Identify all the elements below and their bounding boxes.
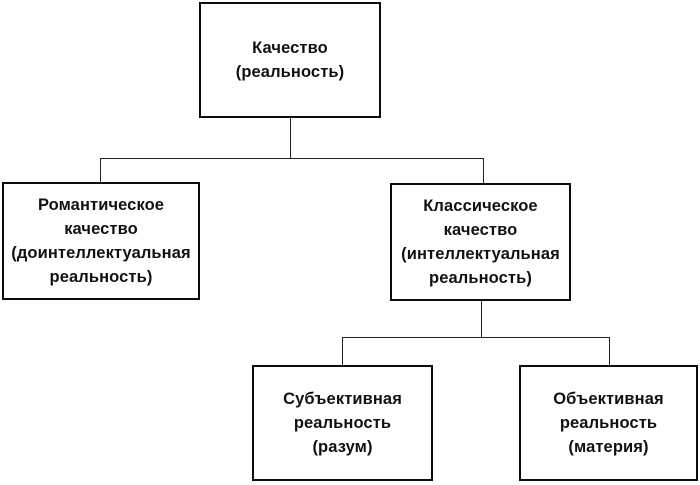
connector-to-classic [483,158,484,183]
connector-level1-horizontal [100,158,484,159]
connector-to-objective [609,337,610,365]
connector-to-subjective [342,337,343,365]
connector-classic-down [481,301,482,337]
node-subjective-reality: Субъективная реальность (разум) [252,365,433,481]
node-romantic-quality: Романтическое качество (доинтеллектуальн… [2,182,200,300]
node-quality-reality-label: Качество (реальность) [235,39,345,81]
node-classic-quality-label: Классическое качество (интеллектуальная … [401,197,560,287]
node-classic-quality: Классическое качество (интеллектуальная … [390,183,571,301]
connector-to-romantic [100,158,101,182]
node-quality-reality: Качество (реальность) [199,2,381,118]
connector-level2-horizontal [342,337,610,338]
node-romantic-quality-label: Романтическое качество (доинтеллектуальн… [11,196,191,286]
node-objective-reality: Объективная реальность (материя) [519,365,698,481]
connector-root-down [290,118,291,158]
node-objective-reality-label: Объективная реальность (материя) [553,390,664,456]
node-subjective-reality-label: Субъективная реальность (разум) [283,390,402,456]
